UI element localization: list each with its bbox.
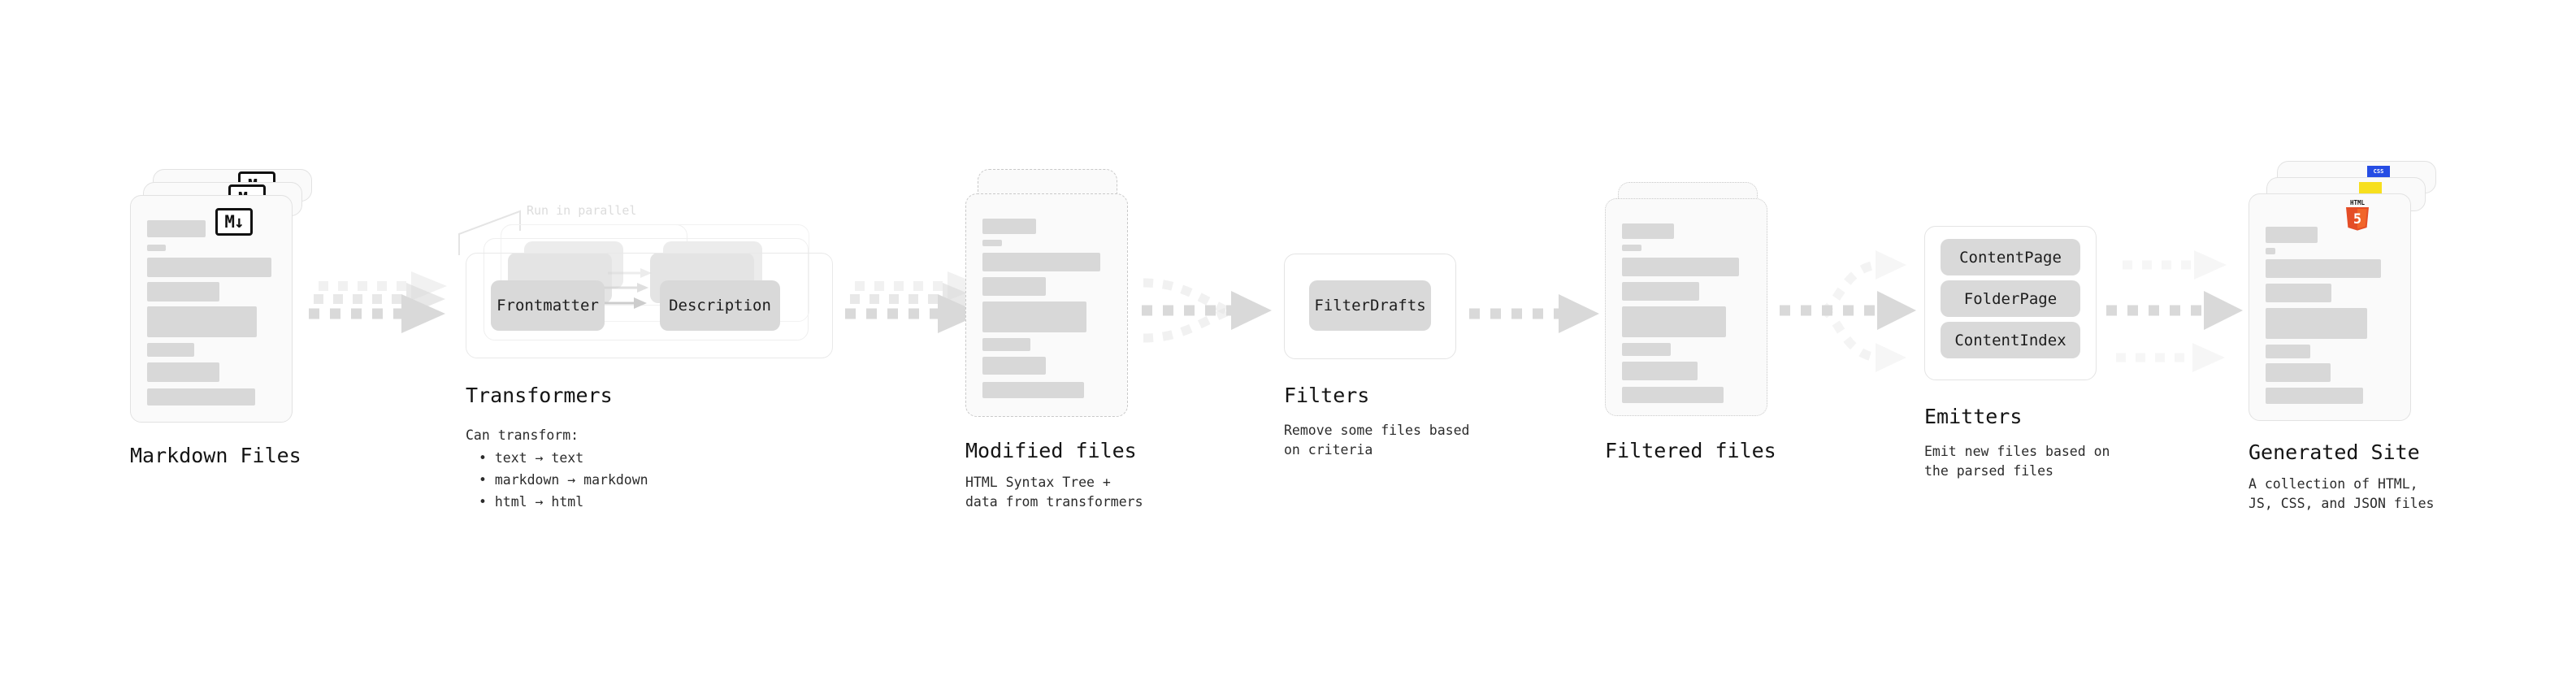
html5-icon: HTML 5 bbox=[2346, 199, 2369, 231]
doc-bar bbox=[2266, 248, 2275, 254]
doc-bar bbox=[1622, 387, 1724, 403]
run-in-parallel-brace bbox=[458, 210, 521, 255]
doc-bar bbox=[1622, 362, 1698, 380]
doc-bar bbox=[982, 253, 1100, 271]
emitter-chip-contentpage[interactable]: ContentPage bbox=[1941, 239, 2080, 275]
arrow-markdown-to-transformers bbox=[309, 271, 447, 333]
modified-files-subtitle: HTML Syntax Tree + data from transformer… bbox=[965, 475, 1143, 510]
doc-bar bbox=[982, 277, 1046, 296]
emitters-title: Emitters bbox=[1924, 405, 2023, 428]
doc-bar bbox=[147, 362, 219, 382]
transformers-group-front bbox=[466, 253, 833, 358]
doc-bar bbox=[1622, 343, 1671, 356]
modified-files-title: Modified files bbox=[965, 439, 1137, 462]
arrow-filtered-to-emitters bbox=[1780, 250, 1916, 372]
doc-bar bbox=[982, 338, 1030, 351]
doc-bar bbox=[1622, 282, 1699, 301]
transformers-group-back-2-wide bbox=[501, 224, 809, 322]
doc-bar bbox=[982, 219, 1036, 234]
markdown-card-front bbox=[130, 195, 293, 423]
transformers-subtitle: Can transform: bbox=[466, 427, 579, 443]
markdown-badge-front: M↓ bbox=[215, 208, 253, 236]
generated-site-title: Generated Site bbox=[2249, 440, 2420, 464]
transformers-title: Transformers bbox=[466, 384, 613, 407]
doc-bar bbox=[2266, 388, 2363, 404]
transformers-group-back-1 bbox=[484, 238, 809, 340]
doc-bar bbox=[2266, 259, 2381, 278]
doc-bar bbox=[2266, 345, 2310, 358]
doc-bar bbox=[2266, 308, 2367, 339]
doc-bar bbox=[1622, 306, 1726, 337]
site-card-front bbox=[2249, 193, 2411, 421]
modified-card-front bbox=[965, 193, 1128, 417]
doc-bar bbox=[2266, 227, 2318, 243]
transformers-bullet-0: • text → text bbox=[479, 450, 584, 466]
doc-bar bbox=[1622, 245, 1641, 251]
run-in-parallel-label: Run in parallel bbox=[527, 203, 637, 218]
filters-group bbox=[1284, 254, 1456, 359]
doc-bar bbox=[2266, 363, 2331, 382]
emitter-chip-folderpage[interactable]: FolderPage bbox=[1941, 280, 2080, 317]
transformer-chip-description[interactable]: Description bbox=[660, 280, 780, 331]
doc-bar bbox=[147, 258, 271, 277]
doc-bar bbox=[1622, 258, 1739, 276]
emitters-group bbox=[1924, 226, 2097, 380]
generated-site-subtitle: A collection of HTML, JS, CSS, and JSON … bbox=[2249, 476, 2435, 511]
markdown-files-title: Markdown Files bbox=[130, 444, 301, 467]
arrow-transformers-to-modified bbox=[845, 271, 983, 333]
doc-bar bbox=[147, 306, 257, 337]
filter-chip-filterdrafts[interactable]: FilterDrafts bbox=[1309, 280, 1431, 331]
doc-bar bbox=[147, 388, 255, 406]
transformers-bullet-1: • markdown → markdown bbox=[479, 472, 648, 488]
arrow-filters-to-filtered bbox=[1469, 294, 1599, 333]
css-badge: CSS bbox=[2367, 166, 2390, 177]
filtered-card-front bbox=[1605, 198, 1767, 416]
doc-bar bbox=[1622, 223, 1674, 239]
html5-digit: 5 bbox=[2353, 211, 2361, 228]
filtered-files-title: Filtered files bbox=[1605, 439, 1776, 462]
transformers-bullet-2: • html → html bbox=[479, 494, 584, 510]
doc-bar bbox=[147, 282, 219, 301]
doc-bar bbox=[982, 301, 1086, 332]
transformer-chip-frontmatter[interactable]: Frontmatter bbox=[491, 280, 605, 331]
filters-subtitle: Remove some files based on criteria bbox=[1284, 423, 1470, 458]
doc-bar bbox=[982, 357, 1046, 375]
doc-bar bbox=[982, 240, 1002, 246]
emitters-subtitle: Emit new files based on the parsed files bbox=[1924, 444, 2110, 479]
svg-text:HTML: HTML bbox=[2350, 199, 2366, 206]
arrow-modified-to-filters bbox=[1142, 278, 1272, 343]
doc-bar bbox=[147, 343, 194, 357]
doc-bar bbox=[147, 220, 206, 237]
emitter-chip-contentindex[interactable]: ContentIndex bbox=[1941, 322, 2080, 358]
doc-bar bbox=[982, 382, 1084, 398]
doc-bar bbox=[2266, 284, 2331, 302]
filters-title: Filters bbox=[1284, 384, 1370, 407]
arrow-emitters-to-site bbox=[2106, 250, 2243, 372]
doc-bar bbox=[147, 245, 166, 251]
